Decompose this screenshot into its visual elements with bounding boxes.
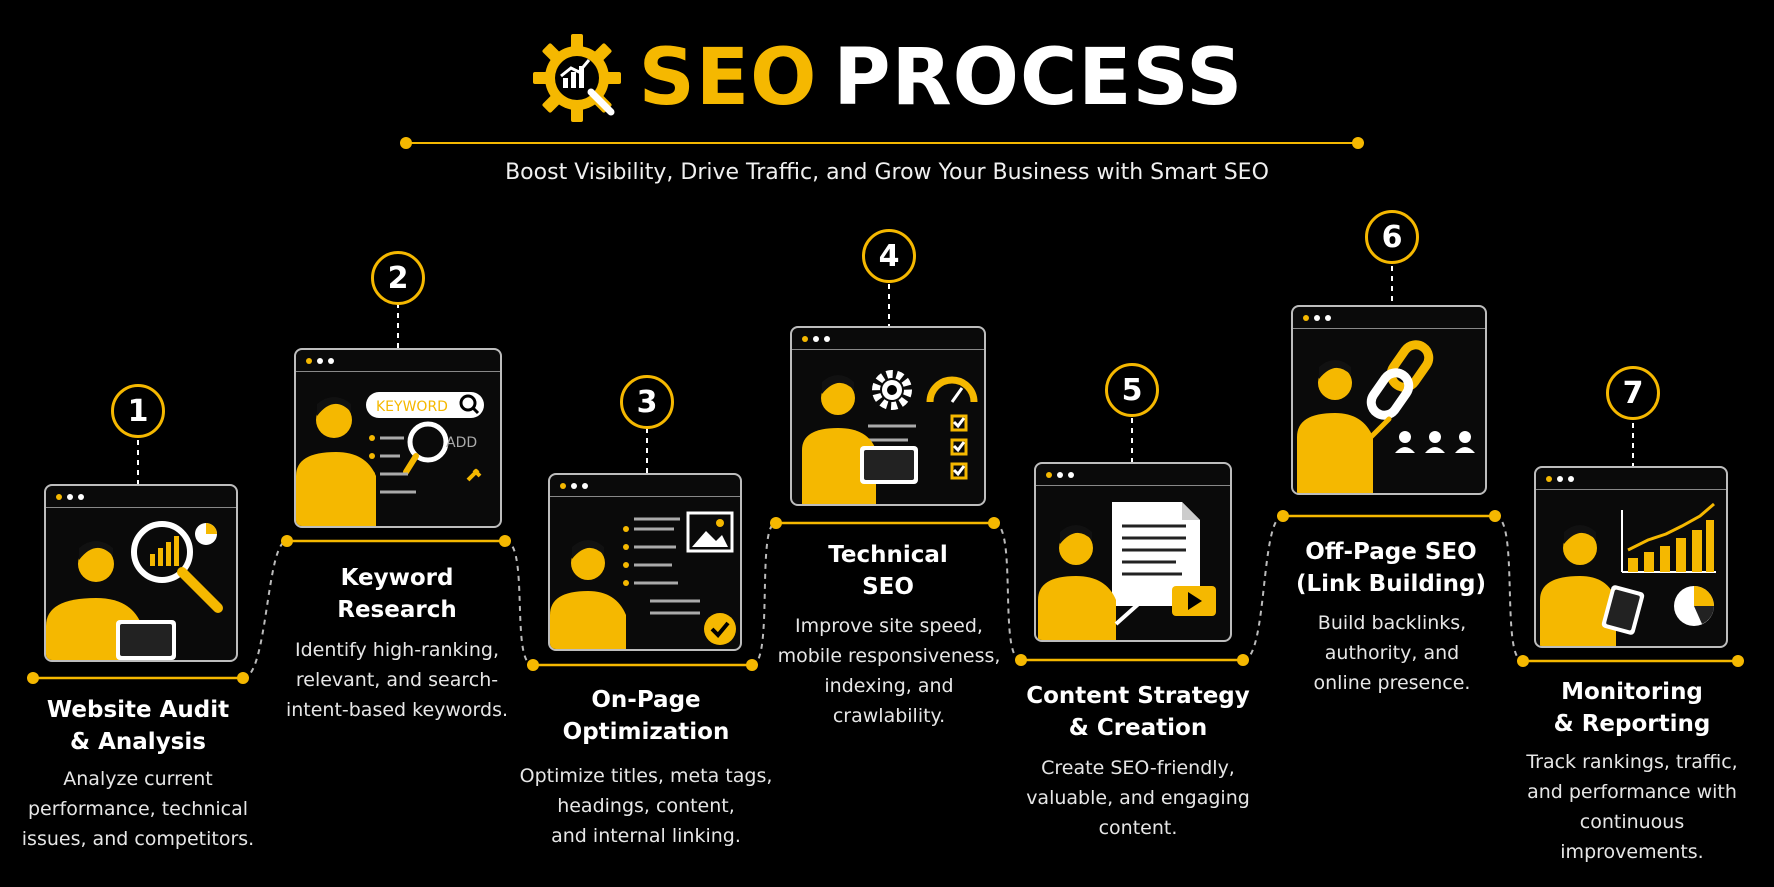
magnifier-analytics-icon <box>46 521 223 660</box>
chain-link-icon <box>1297 340 1475 493</box>
step-1-badge: 1 <box>111 384 165 438</box>
step-3-description: Optimize titles, meta tags,headings, con… <box>519 765 773 847</box>
divider-dot-right <box>1352 137 1364 149</box>
step-2-description: Identify high-ranking,relevant, and sear… <box>285 639 509 721</box>
divider-dot-left <box>400 137 412 149</box>
page-title: SEO PROCESS <box>0 32 1774 124</box>
keyword-search-icon: KEYWORD ADD <box>296 392 484 526</box>
title-accent: SEO <box>638 33 818 123</box>
svg-text:ADD: ADD <box>446 435 477 451</box>
step-2-badge: 2 <box>371 251 425 305</box>
title-divider <box>406 142 1358 144</box>
step-7-title: Monitoring& Reporting <box>1553 679 1711 737</box>
step-4-badge: 4 <box>862 229 916 283</box>
step-7-badge: 7 <box>1606 366 1660 420</box>
step-1-window <box>44 484 238 662</box>
step-1-title: Website Audit& Analysis <box>46 697 230 755</box>
page-subtitle: Boost Visibility, Drive Traffic, and Gro… <box>505 160 1269 185</box>
step-5-window <box>1034 462 1232 642</box>
step-5-title: Content Strategy& Creation <box>1026 683 1250 741</box>
step-6-title: Off-Page SEO(Link Building) <box>1295 539 1487 597</box>
step-4-window <box>790 326 986 506</box>
step-3-window <box>548 473 742 651</box>
step-6-window <box>1291 305 1487 495</box>
page-check-icon <box>550 511 736 649</box>
step-5-badge: 5 <box>1105 363 1159 417</box>
step-3-badge: 3 <box>620 375 674 429</box>
gear-chart-icon <box>532 34 621 122</box>
step-5-description: Create SEO-friendly,valuable, and engagi… <box>1026 757 1250 839</box>
step-6-badge: 6 <box>1365 210 1419 264</box>
step-7-window <box>1534 466 1728 648</box>
step-7-description: Track rankings, traffic,and performance … <box>1526 751 1738 863</box>
svg-text:KEYWORD: KEYWORD <box>376 399 448 415</box>
step-4-description: Improve site speed,mobile responsiveness… <box>777 615 1001 727</box>
title-main: PROCESS <box>833 33 1244 123</box>
document-video-icon <box>1038 502 1216 640</box>
step-2-window: KEYWORD ADD <box>294 348 502 528</box>
growth-chart-icon <box>1540 502 1716 646</box>
gear-gauge-icon <box>802 370 978 504</box>
